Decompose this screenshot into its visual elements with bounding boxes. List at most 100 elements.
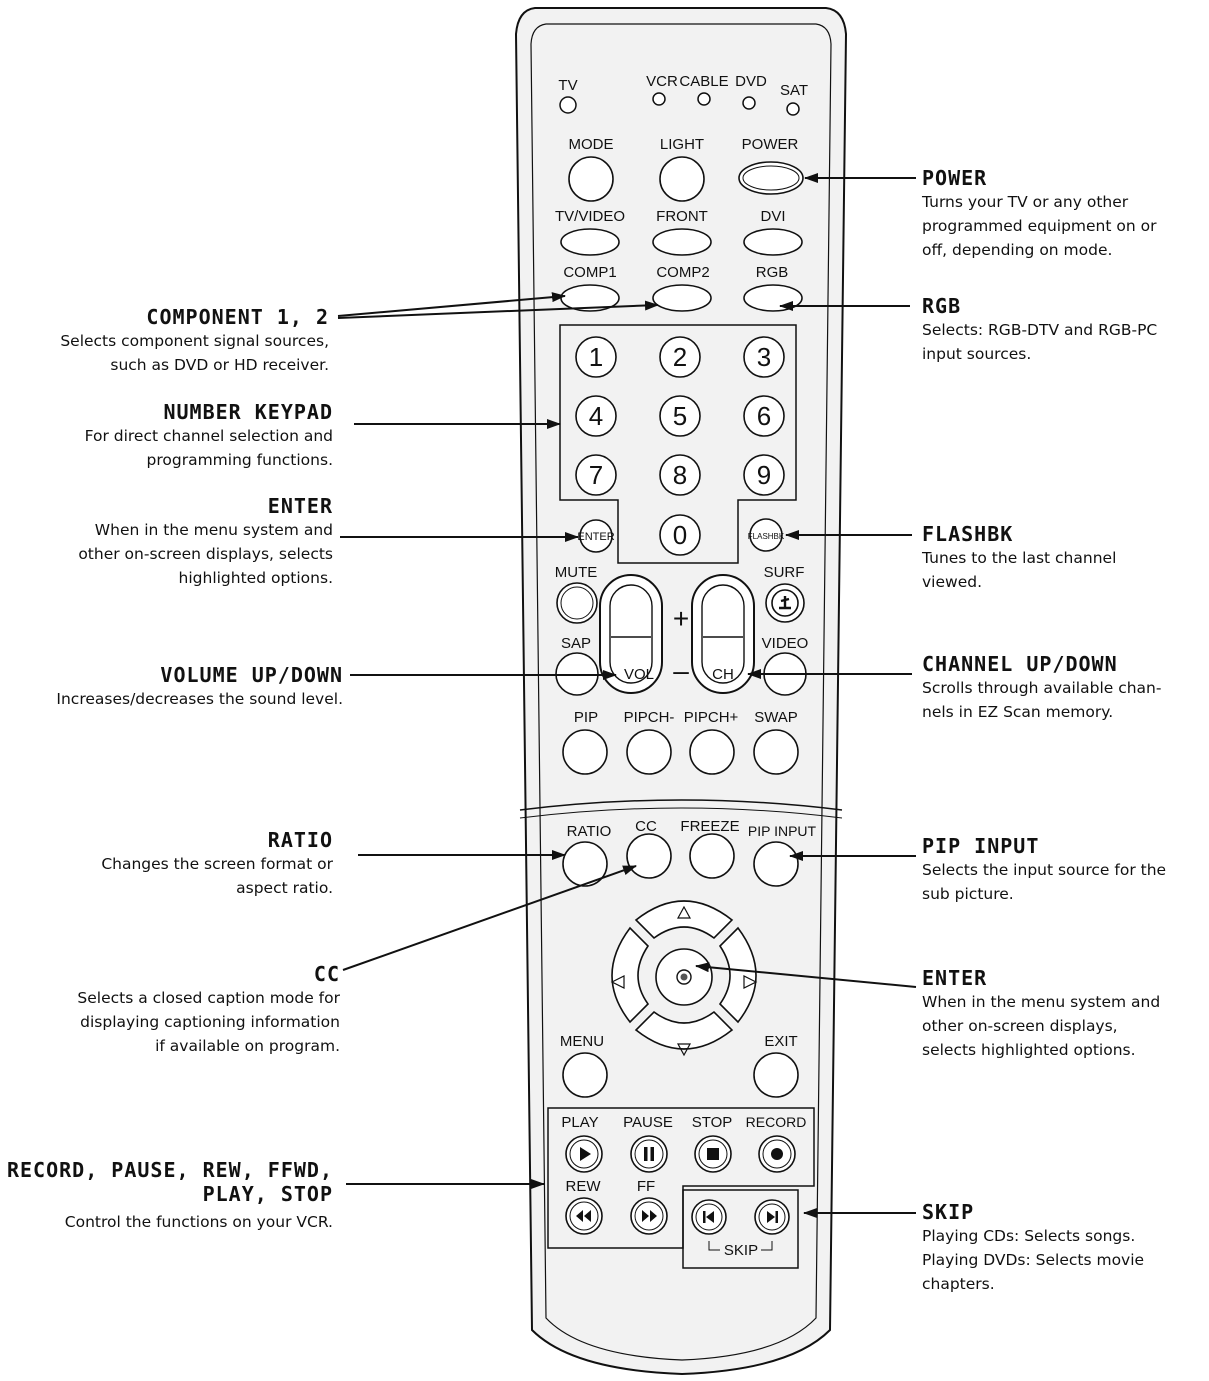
- plus-sign: +: [673, 603, 689, 634]
- pipch-minus-button[interactable]: [626, 729, 672, 775]
- right-button[interactable]: [718, 926, 757, 1024]
- power-button-rim: [742, 165, 800, 191]
- mode-tv-label: TV: [558, 77, 577, 94]
- video-label: VIDEO: [762, 635, 809, 652]
- exit-button[interactable]: [753, 1052, 799, 1098]
- callout-skip-desc: Playing CDs: Selects songs. Playing DVDs…: [922, 1227, 1145, 1293]
- front-button[interactable]: [652, 228, 712, 256]
- mode-cable-label: CABLE: [679, 73, 728, 90]
- key-3[interactable]: [743, 336, 785, 378]
- comp2-button[interactable]: [652, 284, 712, 312]
- volume-rocker[interactable]: VOL: [599, 574, 663, 694]
- key-6-label: 6: [757, 401, 771, 431]
- callout-volume-desc: Increases/decreases the sound level.: [56, 690, 343, 708]
- record-label: RECORD: [746, 1114, 807, 1130]
- callout-channel: CHANNEL UP/DOWN Scrolls through availabl…: [922, 652, 1161, 724]
- skip-back-icon: [703, 1211, 706, 1223]
- key-1[interactable]: [575, 336, 617, 378]
- pip-input-button[interactable]: [753, 841, 799, 887]
- dvi-button[interactable]: [743, 228, 803, 256]
- enter-button[interactable]: [579, 519, 613, 553]
- mode-button[interactable]: [568, 156, 614, 202]
- key-9[interactable]: [743, 454, 785, 496]
- pause-label: PAUSE: [623, 1114, 673, 1131]
- ff-label: FF: [637, 1178, 655, 1195]
- keypad-frame: [559, 324, 797, 564]
- key-0[interactable]: [659, 514, 701, 556]
- mute-button-rim: [560, 586, 594, 620]
- light-button[interactable]: [659, 156, 705, 202]
- left-arrow-icon: [610, 975, 625, 989]
- record-icon: [771, 1148, 783, 1160]
- down-button[interactable]: [634, 1010, 734, 1050]
- pause-icon: [644, 1147, 648, 1161]
- mute-button[interactable]: [556, 582, 598, 624]
- key-5[interactable]: [659, 395, 701, 437]
- key-5-label: 5: [673, 401, 687, 431]
- rgb-label: RGB: [756, 264, 789, 281]
- sat-led: [786, 102, 800, 116]
- key-6[interactable]: [743, 395, 785, 437]
- up-arrow-icon: [676, 905, 692, 919]
- tv-video-label: TV/VIDEO: [555, 208, 625, 225]
- down-arrow-icon: [676, 1043, 692, 1057]
- callout-skip: SKIP Playing CDs: Selects songs. Playing…: [922, 1200, 1144, 1296]
- menu-label: MENU: [560, 1033, 604, 1050]
- up-button[interactable]: [634, 900, 734, 940]
- swap-button[interactable]: [753, 729, 799, 775]
- leader-component-1: [337, 292, 566, 317]
- callout-record-title: RECORD, PAUSE, REW, FFWD, PLAY, STOP: [6, 1158, 333, 1206]
- key-8[interactable]: [659, 454, 701, 496]
- callout-flashbk-title: FLASHBK: [922, 522, 1014, 546]
- menu-button[interactable]: [562, 1052, 608, 1098]
- callout-ratio-title: RATIO: [267, 828, 333, 852]
- ratio-button[interactable]: [562, 841, 608, 887]
- top-buttons: MODE LIGHT POWER TV/VIDEO FRONT DVI COMP…: [555, 136, 804, 312]
- cable-led: [697, 92, 711, 106]
- leader-component-2: [337, 300, 659, 319]
- key-2[interactable]: [659, 336, 701, 378]
- enter-button-label: ENTER: [577, 531, 614, 543]
- callout-volume: VOLUME UP/DOWN Increases/decreases the s…: [56, 663, 343, 711]
- freeze-button[interactable]: [689, 833, 735, 879]
- rew-button-rim: [569, 1201, 599, 1231]
- channel-rocker[interactable]: CH: [691, 574, 755, 694]
- key-0-label: 0: [673, 520, 687, 550]
- callout-power-desc: Turns your TV or any other programmed eq…: [922, 193, 1157, 259]
- callout-flashbk-desc: Tunes to the last channel viewed.: [922, 549, 1117, 591]
- mode-dvd-label: DVD: [735, 73, 767, 90]
- callout-rgb-desc: Selects: RGB-DTV and RGB-PC input source…: [922, 321, 1158, 363]
- power-button[interactable]: [738, 161, 804, 195]
- cc-button[interactable]: [626, 833, 672, 879]
- pip-label: PIP: [574, 709, 598, 726]
- key-1-label: 1: [589, 342, 603, 372]
- leader-lines: [337, 173, 917, 1218]
- flashbk-button[interactable]: [749, 518, 783, 552]
- surfer-glyph-icon: [779, 596, 791, 610]
- callout-rgb: RGB Selects: RGB-DTV and RGB-PC input so…: [922, 294, 1157, 366]
- mode-label: MODE: [569, 136, 614, 153]
- key-7[interactable]: [575, 454, 617, 496]
- pipch-plus-button[interactable]: [689, 729, 735, 775]
- comp1-label: COMP1: [563, 264, 616, 281]
- tv-video-button[interactable]: [560, 228, 620, 256]
- key-3-label: 3: [757, 342, 771, 372]
- callout-keypad: NUMBER KEYPAD For direct channel selecti…: [85, 400, 333, 472]
- pause-icon-bar: [650, 1147, 654, 1161]
- callout-record-desc: Control the functions on your VCR.: [64, 1213, 333, 1231]
- dvi-label: DVI: [760, 208, 785, 225]
- callout-component-desc: Selects component signal sources, such a…: [60, 332, 329, 374]
- cc-label: CC: [635, 818, 657, 835]
- skip-frame: [682, 1189, 799, 1269]
- pause-button-rim: [634, 1139, 664, 1169]
- skip-back-arrow-icon: [706, 1211, 714, 1223]
- pause-button[interactable]: [630, 1135, 668, 1173]
- vcr-led: [652, 92, 666, 106]
- left-button[interactable]: [611, 926, 650, 1024]
- play-label: PLAY: [561, 1114, 598, 1131]
- rgb-button[interactable]: [743, 284, 803, 312]
- pip-button[interactable]: [562, 729, 608, 775]
- key-4[interactable]: [575, 395, 617, 437]
- skip-back-button-rim: [695, 1203, 723, 1231]
